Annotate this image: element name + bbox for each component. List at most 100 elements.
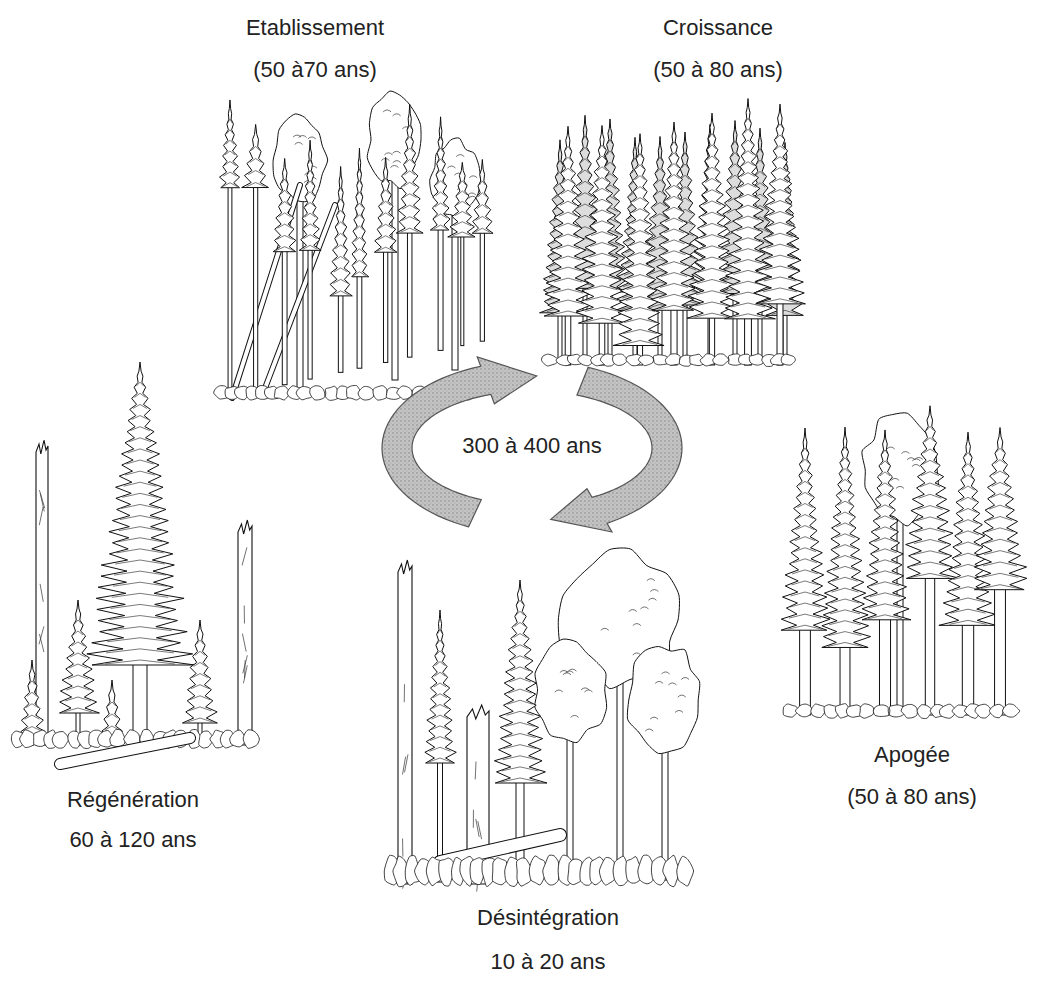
branch-stroke xyxy=(226,140,234,144)
branch-stroke xyxy=(960,497,975,501)
conifer-crown xyxy=(544,126,591,316)
branch-stroke xyxy=(563,168,573,172)
leaf-texture xyxy=(393,151,401,153)
branch-stroke xyxy=(578,193,592,197)
branch-stroke xyxy=(670,153,677,157)
branch-stroke xyxy=(434,683,446,687)
branch-stroke xyxy=(662,262,687,266)
branch-stroke xyxy=(834,556,856,560)
branch-stroke xyxy=(475,228,490,232)
conifer-crown xyxy=(425,610,456,763)
branch-stroke xyxy=(552,300,584,304)
branch-stroke xyxy=(879,483,891,487)
branch-stroke xyxy=(358,169,361,173)
branch-stroke xyxy=(775,146,785,150)
branch-stroke xyxy=(553,289,583,293)
branch-stroke xyxy=(627,286,654,290)
branch-stroke xyxy=(437,640,443,644)
branch-stroke xyxy=(457,191,467,195)
branch-stroke xyxy=(189,707,212,711)
branch-stroke xyxy=(227,130,234,134)
branch-stroke xyxy=(655,191,665,195)
branch-stroke xyxy=(627,275,652,279)
branch-stroke xyxy=(579,181,591,185)
branch-stroke xyxy=(802,448,807,452)
bark-line xyxy=(476,819,479,837)
conifer-crown xyxy=(396,104,423,233)
branch-stroke xyxy=(430,737,450,741)
branch-stroke xyxy=(774,157,786,161)
leaf-texture xyxy=(912,464,920,466)
branch-stroke xyxy=(757,160,764,164)
branch-stroke xyxy=(126,460,154,464)
conifer-crown xyxy=(273,158,296,251)
branch-stroke xyxy=(628,264,652,268)
disintegration-stand xyxy=(384,548,700,892)
branch-stroke xyxy=(922,460,937,464)
branch-stroke xyxy=(555,267,582,271)
fallen-log xyxy=(60,738,190,764)
branch-stroke xyxy=(479,181,485,185)
branch-stroke xyxy=(624,319,656,323)
leaf-texture xyxy=(901,452,909,454)
bark-line xyxy=(405,754,408,772)
branch-stroke xyxy=(629,253,651,257)
bark-line xyxy=(404,684,405,702)
branch-stroke xyxy=(584,318,620,322)
branch-stroke xyxy=(109,616,170,620)
branch-stroke xyxy=(354,249,365,253)
branch-stroke xyxy=(762,299,798,303)
conifer-crown xyxy=(59,600,99,713)
leaf-texture xyxy=(675,710,683,712)
branch-stroke xyxy=(517,600,523,604)
branch-stroke xyxy=(74,620,81,624)
undergrowth xyxy=(975,704,991,718)
branch-stroke xyxy=(108,627,171,631)
branch-stroke xyxy=(921,472,939,476)
undergrowth xyxy=(665,354,680,366)
branch-stroke xyxy=(776,135,784,139)
stage-name: Apogée xyxy=(871,742,953,768)
branch-stroke xyxy=(996,448,1003,452)
bark-line xyxy=(478,821,482,839)
branch-stroke xyxy=(926,426,933,430)
branch-stroke xyxy=(335,256,347,260)
branch-stroke xyxy=(130,427,149,431)
branch-stroke xyxy=(669,164,678,168)
establishment-stand xyxy=(214,91,493,400)
undergrowth xyxy=(713,354,729,365)
branch-stroke xyxy=(501,778,540,782)
branch-stroke xyxy=(764,277,796,281)
bark-line xyxy=(403,756,406,774)
branch-stroke xyxy=(874,538,896,542)
branch-stroke xyxy=(111,604,170,608)
branch-stroke xyxy=(583,136,588,140)
branch-stroke xyxy=(113,582,167,586)
branch-stroke xyxy=(406,148,414,152)
branch-stroke xyxy=(435,203,446,207)
branch-stroke xyxy=(133,404,147,408)
branch-stroke xyxy=(626,297,654,301)
bark-line xyxy=(39,634,43,652)
branch-stroke xyxy=(516,611,524,615)
branch-stroke xyxy=(916,517,944,521)
branch-stroke xyxy=(758,149,763,153)
branch-stroke xyxy=(800,470,809,474)
leaf-texture xyxy=(887,447,895,449)
branch-stroke xyxy=(128,449,153,453)
branch-stroke xyxy=(437,170,444,174)
conifer-crown xyxy=(576,125,625,323)
conifer-crown xyxy=(448,162,475,237)
branch-stroke xyxy=(401,228,419,232)
branch-stroke xyxy=(402,205,417,209)
branch-stroke xyxy=(769,211,791,215)
branch-stroke xyxy=(433,694,447,698)
branch-stroke xyxy=(437,159,443,163)
branch-stroke xyxy=(837,512,853,516)
conifer-crown xyxy=(472,159,493,233)
branch-stroke xyxy=(987,528,1014,532)
branch-stroke xyxy=(277,235,293,239)
branch-stroke xyxy=(660,283,688,287)
branch-stroke xyxy=(772,179,788,183)
branch-stroke xyxy=(403,194,417,198)
